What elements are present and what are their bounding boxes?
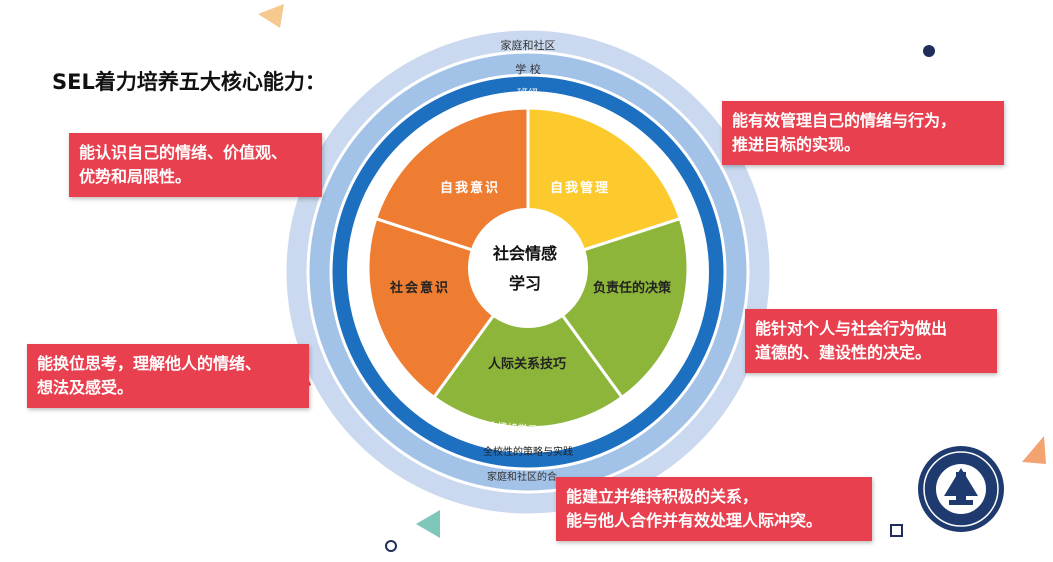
callout-self-awareness: 能认识自己的情绪、价值观、 优势和局限性。 — [69, 133, 322, 197]
ring-label-outer-bottom: 家庭和社区的合 — [487, 470, 557, 483]
callout-relationship: 能建立并维持积极的关系， 能与他人合作并有效处理人际冲突。 — [556, 477, 872, 541]
page-title: SEL着力培养五大核心能力： — [52, 70, 326, 94]
segment-label-self-awareness: 自我意识 — [440, 180, 500, 196]
callout-line: 能认识自己的情绪、价值观、 — [79, 143, 288, 162]
dot-decoration-icon — [923, 45, 935, 57]
triangle-decoration-icon — [258, 4, 284, 28]
callout-line: 优势和局限性。 — [79, 167, 192, 186]
segment-label-decision: 负责任的决策 — [593, 280, 672, 296]
segment-label-relationship: 人际关系技巧 — [488, 356, 566, 372]
ring-label-middle-top: 学 校 — [515, 62, 541, 76]
square-decoration-icon — [890, 524, 903, 537]
center-label-line1: 社会情感 — [492, 244, 557, 263]
center-label-line2: 学习 — [509, 274, 541, 293]
callout-line: 能换位思考，理解他人的情绪、 — [37, 354, 262, 373]
ring-label-middle-bottom: 全校性的策略与实践 — [483, 445, 573, 458]
callout-decision: 能针对个人与社会行为做出 道德的、建设性的决定。 — [745, 309, 997, 373]
triangle-decoration-icon — [416, 510, 440, 538]
callout-social-awareness: 能换位思考，理解他人的情绪、 想法及感受。 — [27, 344, 309, 408]
callout-line: 想法及感受。 — [37, 378, 134, 397]
callout-line: 道德的、建设性的决定。 — [755, 343, 932, 362]
segment-label-social-awareness: 社会意识 — [389, 280, 450, 296]
callout-self-management: 能有效管理自己的情绪与行为， 推进目标的实现。 — [722, 101, 1004, 165]
segment-label-self-management: 自我管理 — [550, 180, 610, 196]
callout-line: 能建立并维持积极的关系， — [566, 487, 759, 506]
ring-label-outer-top: 家庭和社区 — [501, 38, 556, 52]
school-logo — [918, 446, 1004, 532]
triangle-decoration-icon — [1022, 436, 1046, 464]
ring-decoration-icon — [385, 540, 397, 552]
callout-line: 能针对个人与社会行为做出 — [755, 319, 948, 338]
callout-line: 能有效管理自己的情绪与行为， — [732, 111, 957, 130]
callout-line: 推进目标的实现。 — [732, 135, 861, 154]
callout-line: 能与他人合作并有效处理人际冲突。 — [566, 511, 823, 530]
center-circle — [468, 208, 588, 328]
ring-label-inner-top: 班级 — [517, 87, 539, 100]
segment-social-awareness — [431, 265, 625, 430]
